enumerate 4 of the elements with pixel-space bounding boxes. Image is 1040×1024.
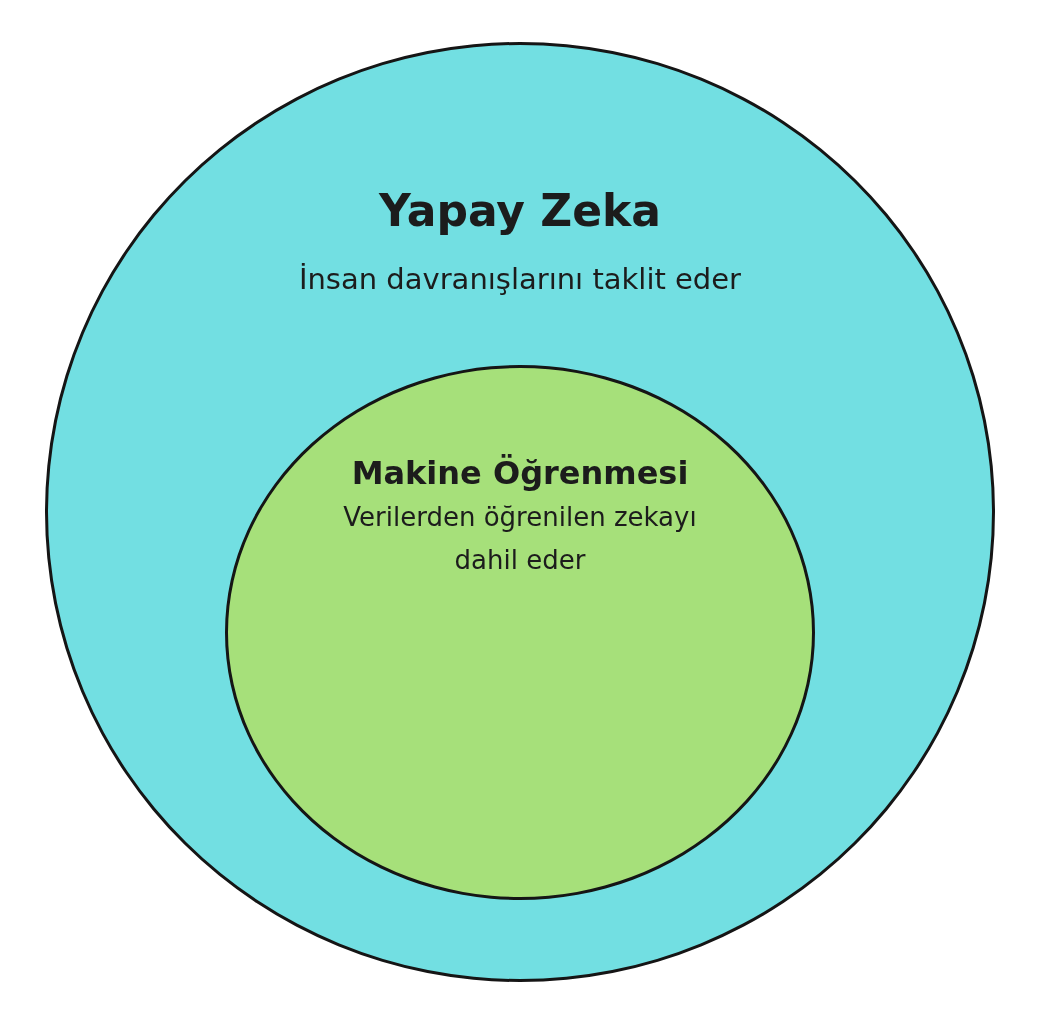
circle-description: İnsan davranışlarını taklit eder xyxy=(298,260,742,298)
circle-description: Verilerden öğrenilen zekayı dahil eder xyxy=(342,501,698,578)
circle-title: Makine Öğrenmesi xyxy=(351,454,689,493)
circle-title: Yapay Zeka xyxy=(378,185,661,238)
